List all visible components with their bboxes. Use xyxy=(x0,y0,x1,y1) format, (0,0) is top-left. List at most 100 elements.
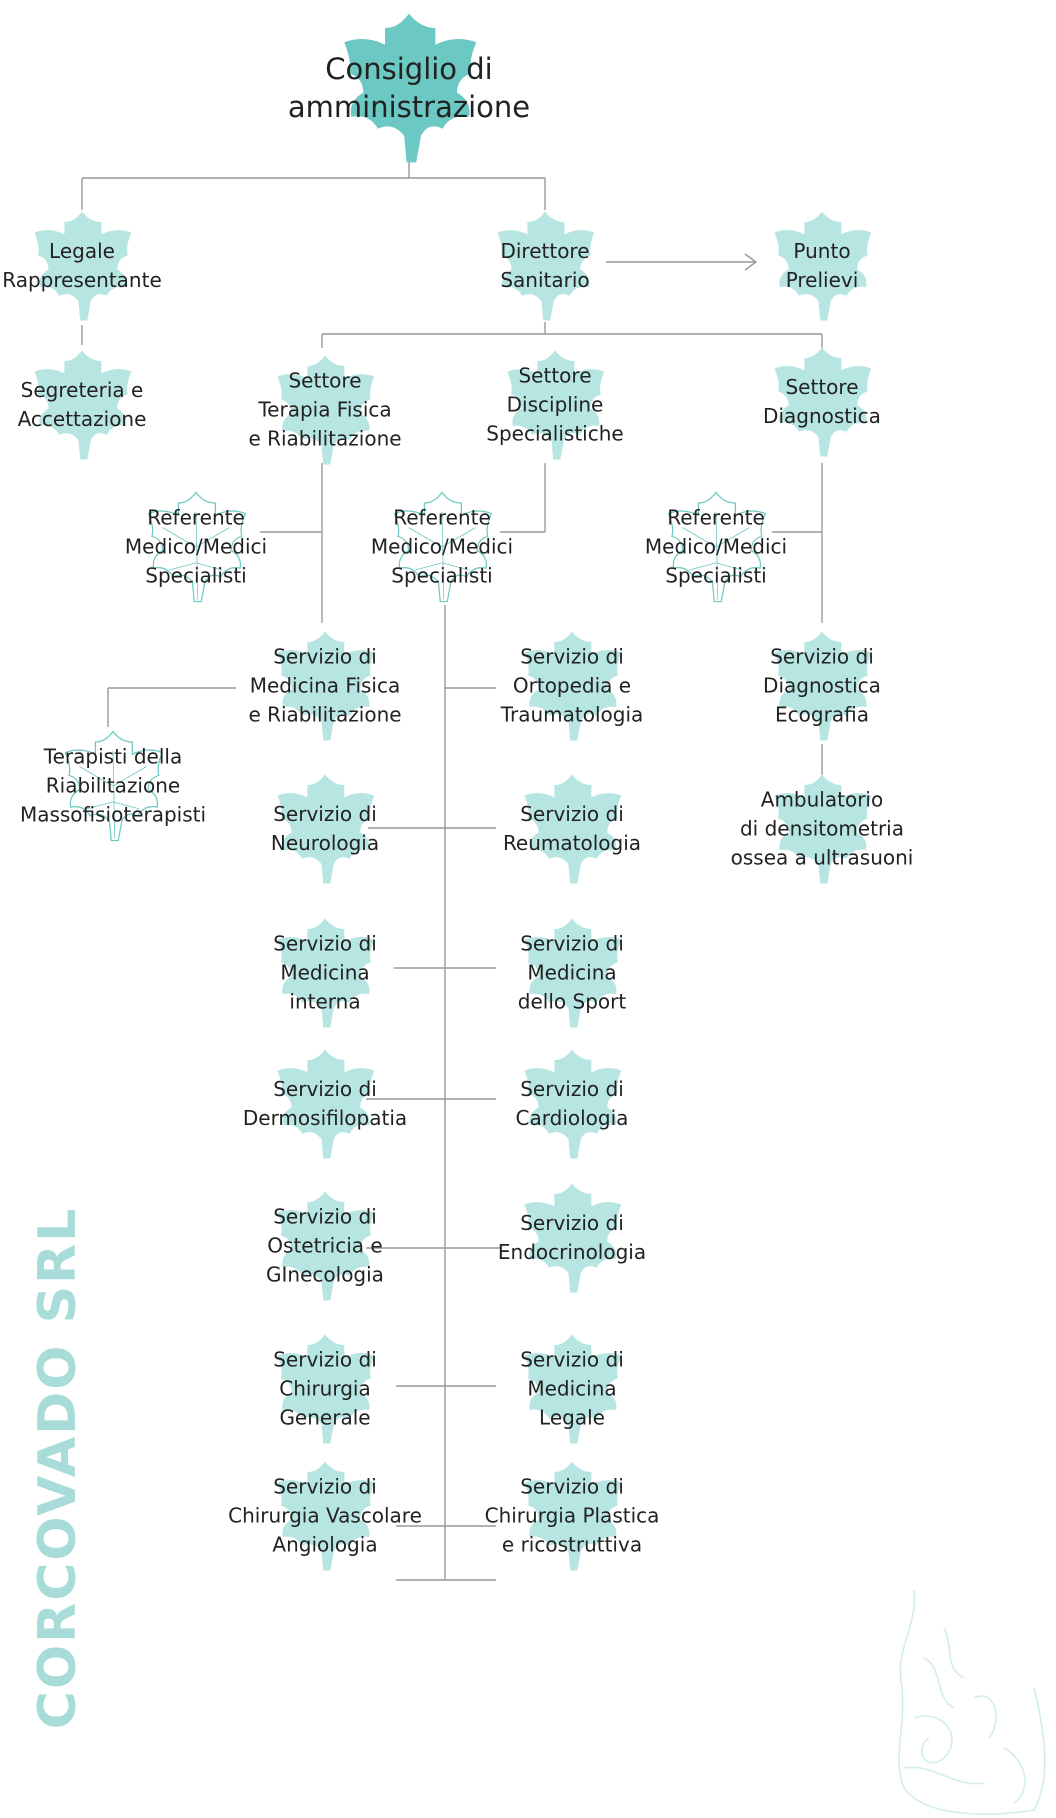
leaf-icon xyxy=(277,774,375,884)
node-label-line: Referente xyxy=(393,505,491,530)
node-label-line: GInecologia xyxy=(266,1262,384,1287)
node-label-line: Servizio di xyxy=(273,931,377,956)
node-label-line: Servizio di xyxy=(273,1347,377,1372)
leaf-icon xyxy=(277,1461,375,1571)
node-label-line: Endocrinologia xyxy=(497,1240,647,1264)
node-label-line: Massofisioterapisti xyxy=(19,802,207,827)
node-label-line: Legale xyxy=(49,239,115,263)
node-endocrinologia: Servizio di Endocrinologia xyxy=(472,1168,672,1308)
arrow-icon xyxy=(606,253,758,271)
node-label-line: Specialisti xyxy=(145,563,247,588)
node-label-line: Consiglio di xyxy=(325,52,493,86)
node-label: Servizio di Endocrinologia xyxy=(452,1209,692,1267)
node-label-line: Medico/Medici xyxy=(644,534,788,559)
leaf-icon xyxy=(344,13,477,163)
leaf-icon xyxy=(524,774,622,884)
node-label-line: Segreteria e xyxy=(20,378,144,402)
node-label-line: Medico/Medici xyxy=(124,534,268,559)
node-label-line: Servizio di xyxy=(520,644,624,669)
node-label-line: Diagnostica xyxy=(763,673,881,698)
node-label-line: Medicina Fisica xyxy=(249,673,401,698)
node-label-line: Servizio di xyxy=(273,644,377,669)
node-label-line: Discipline xyxy=(506,392,604,417)
node-label-line: Servizio di xyxy=(520,1077,624,1101)
node-label-line: Settore xyxy=(785,375,859,399)
node-label-line: Servizio di xyxy=(273,1204,377,1229)
leaf-icon xyxy=(524,1334,622,1444)
leaf-icon xyxy=(277,918,375,1028)
node-label-line: amministrazione xyxy=(287,90,531,124)
node-label-line: Sanitario xyxy=(500,268,590,292)
node-label-line: Legale xyxy=(539,1405,605,1430)
node-label-line: Diagnostica xyxy=(763,404,881,428)
node-root: Consiglio di amministrazione xyxy=(279,8,539,168)
node-label-line: e ricostruttiva xyxy=(501,1532,643,1557)
leaf-icon xyxy=(393,491,493,603)
node-label-line: Medico/Medici xyxy=(370,534,514,559)
node-label-line: di densitometria xyxy=(739,816,904,841)
node-label-line: Medicina xyxy=(527,960,617,985)
leaf-icon xyxy=(524,1183,622,1293)
node-label-line: Neurologia xyxy=(270,831,380,855)
node-label-line: Terapisti della xyxy=(43,744,183,769)
node-label-line: Direttore xyxy=(500,239,590,263)
node-label-line: Servizio di xyxy=(770,644,874,669)
node-label-line: e Riabilitazione xyxy=(248,702,402,727)
node-label-line: Settore xyxy=(518,363,592,388)
node-medicina-fisica: Servizio di Medicina Fisica e Riabilitazio… xyxy=(225,616,425,756)
leaf-icon xyxy=(667,491,767,603)
leaf-icon xyxy=(497,211,595,321)
node-label-line: Ecografia xyxy=(775,702,869,727)
node-label-line: Medicina xyxy=(280,960,370,985)
leaf-icon xyxy=(64,730,164,842)
leaf-icon xyxy=(277,355,375,465)
node-label-line: Specialisti xyxy=(665,563,767,588)
leaf-icon xyxy=(524,1049,622,1159)
node-label-line: ossea a ultrasuoni xyxy=(730,845,914,870)
leaf-icon xyxy=(774,774,872,884)
node-label-line: Referente xyxy=(147,505,245,530)
leaf-icon xyxy=(507,350,605,460)
leaf-icon xyxy=(774,347,872,457)
node-label-line: Angiologia xyxy=(272,1532,378,1557)
leaf-icon xyxy=(34,350,132,460)
node-label-line: Reumatologia xyxy=(502,831,642,855)
leaf-icon xyxy=(277,1334,375,1444)
node-label-line: Servizio di xyxy=(520,1347,624,1372)
node-label-line: Servizio di xyxy=(520,1211,624,1235)
node-label-line: e Riabilitazione xyxy=(248,426,402,451)
leaf-icon xyxy=(524,918,622,1028)
node-label-line: Chirurgia Vascolare xyxy=(228,1503,422,1528)
node-label-line: Generale xyxy=(279,1405,371,1430)
leaf-icon xyxy=(524,1461,622,1571)
